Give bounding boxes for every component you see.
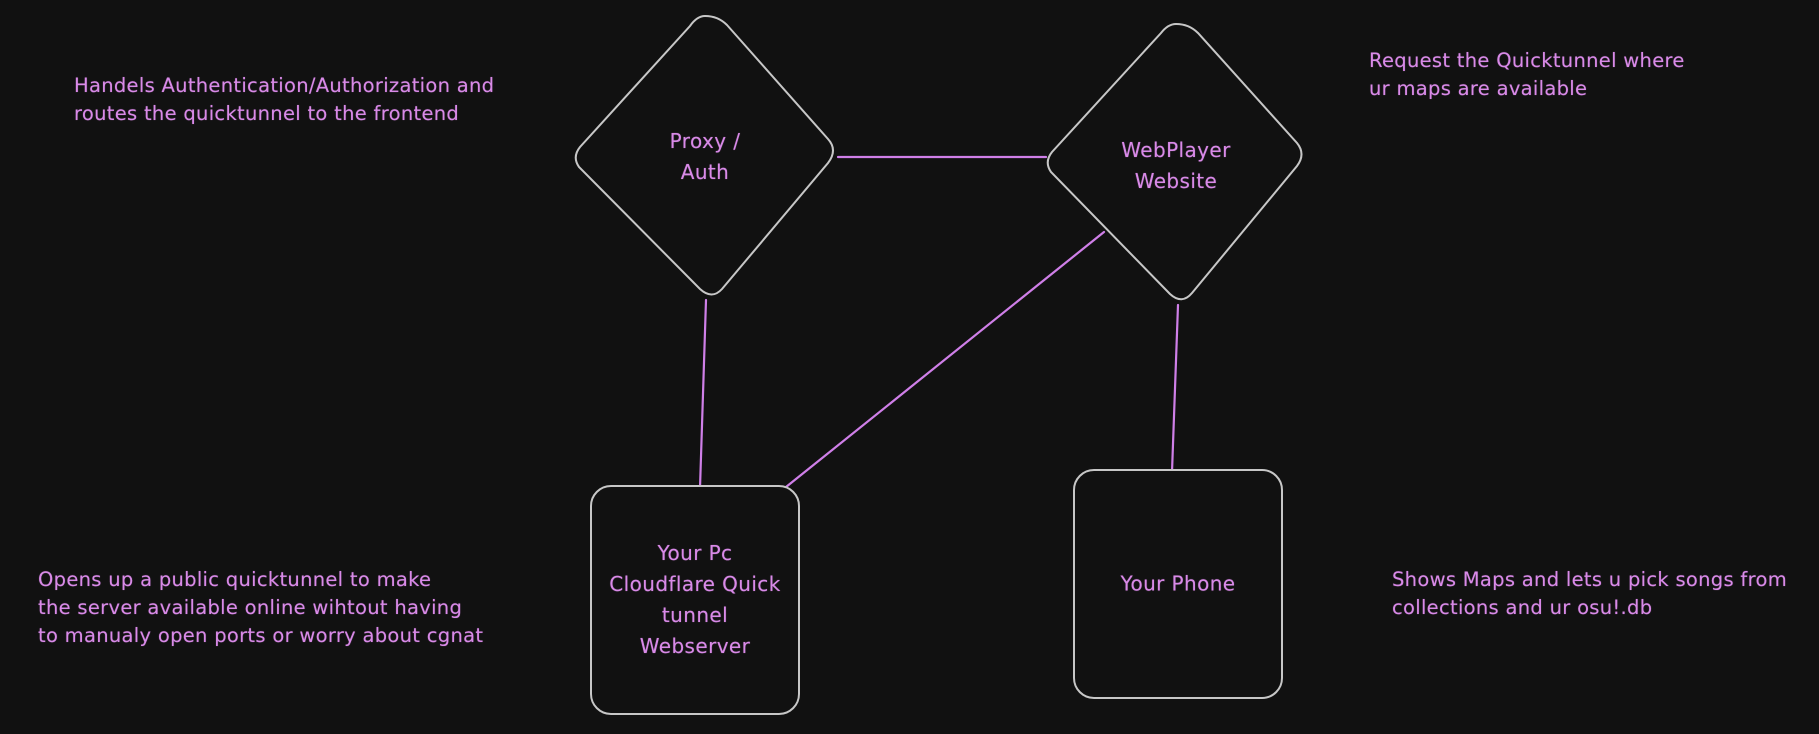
node-label-your-pc: Your Pc Cloudflare Quick tunnel Webserve…: [609, 541, 781, 658]
annotation-webplayer: Request the Quicktunnel where ur maps ar…: [1369, 49, 1685, 100]
rect-shape-your-pc[interactable]: [590, 485, 800, 715]
node-your-phone[interactable]: [1073, 469, 1283, 699]
node-proxy-auth[interactable]: [574, 14, 834, 296]
diamond-shape-webplayer-website[interactable]: [1046, 22, 1303, 301]
node-label-your-phone: Your Phone: [1120, 571, 1236, 596]
annotation-proxy-auth: Handels Authentication/Authorization and…: [74, 74, 495, 125]
diamond-shape-proxy-auth[interactable]: [574, 14, 834, 296]
node-label-proxy-auth: Proxy / Auth: [669, 129, 741, 184]
rect-shape-your-phone[interactable]: [1073, 469, 1283, 699]
node-webplayer-website[interactable]: [1046, 22, 1303, 301]
node-label-webplayer-website: WebPlayer Website: [1121, 138, 1231, 193]
annotation-your-phone: Shows Maps and lets u pick songs from co…: [1392, 568, 1788, 619]
node-your-pc[interactable]: [590, 485, 800, 715]
annotation-your-pc: Opens up a public quicktunnel to make th…: [38, 568, 484, 647]
